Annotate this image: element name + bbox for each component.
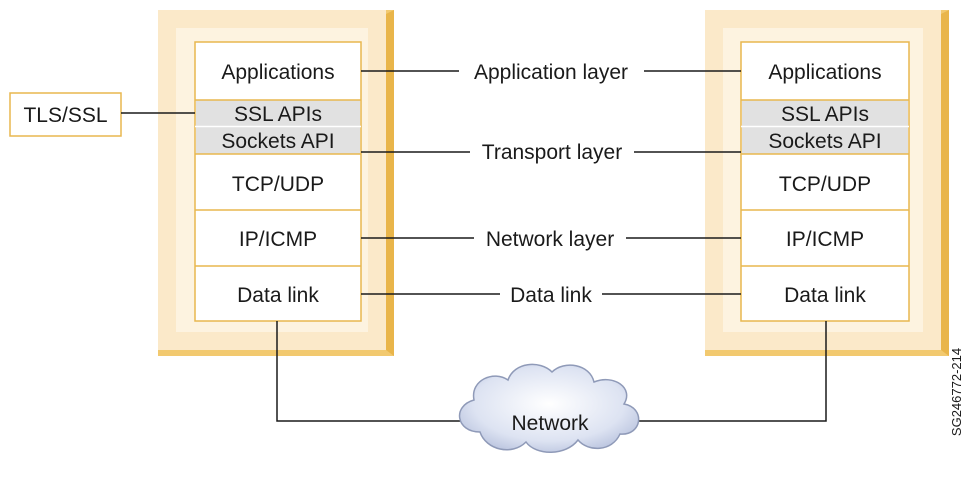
left-stack: Applications SSL APIs Sockets API TCP/UD… (194, 41, 362, 322)
right-layer-ip-icmp: IP/ICMP (786, 228, 864, 251)
right-frame-right-edge (941, 10, 949, 356)
left-ssl-band (196, 100, 360, 126)
right-host-network-link (636, 321, 827, 422)
left-frame-right-edge (386, 10, 394, 356)
figure-id: SG246772-214 (949, 348, 964, 436)
network-cloud: Network (458, 363, 640, 453)
left-host: Applications SSL APIs Sockets API TCP/UD… (158, 10, 394, 356)
right-stack: Applications SSL APIs Sockets API TCP/UD… (740, 41, 910, 322)
tls-ssl-label: TLS/SSL (23, 104, 107, 127)
left-layer-ip-icmp: IP/ICMP (239, 228, 317, 251)
left-host-network-link (276, 321, 468, 422)
cloud-shape (458, 363, 640, 453)
right-ssl-band (742, 100, 908, 126)
physical-links (276, 321, 827, 422)
tls-ssl-box (9, 92, 122, 137)
data-link-label: Data link (510, 284, 592, 307)
left-stack-box (194, 41, 362, 322)
right-layer-data-link: Data link (784, 284, 866, 307)
left-layer-applications: Applications (221, 61, 334, 84)
right-layer-sockets-api: Sockets API (768, 130, 881, 153)
right-host: Applications SSL APIs Sockets API TCP/UD… (705, 10, 949, 356)
left-sockets-band (196, 127, 360, 154)
right-layer-applications: Applications (768, 61, 881, 84)
transport-layer-label: Transport layer (482, 141, 622, 164)
right-stack-box (740, 41, 910, 322)
left-layer-tcp-udp: TCP/UDP (232, 173, 324, 196)
left-layer-data-link: Data link (237, 284, 319, 307)
right-sockets-band (742, 127, 908, 154)
application-layer-label: Application layer (474, 61, 628, 84)
right-layer-tcp-udp: TCP/UDP (779, 173, 871, 196)
right-layer-ssl-apis: SSL APIs (781, 103, 869, 126)
layer-connections: Application layer Transport layer Networ… (361, 61, 741, 307)
network-cloud-label: Network (511, 412, 589, 435)
left-layer-sockets-api: Sockets API (221, 130, 334, 153)
left-layer-ssl-apis: SSL APIs (234, 103, 322, 126)
tls-ssl-callout: TLS/SSL (9, 92, 195, 137)
network-layer-label: Network layer (486, 228, 614, 251)
